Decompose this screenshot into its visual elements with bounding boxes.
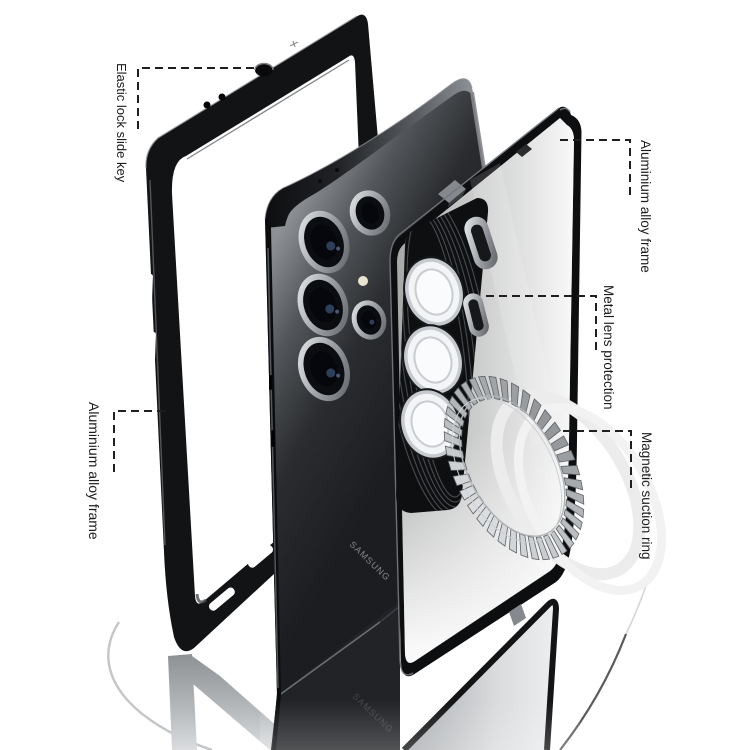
svg-text:Magnetic suction ring: Magnetic suction ring xyxy=(639,432,654,560)
svg-text:Metal lens protection: Metal lens protection xyxy=(601,285,616,410)
svg-text:Aluminium alloy frame: Aluminium alloy frame xyxy=(638,140,653,273)
svg-text:Elastic lock slide key: Elastic lock slide key xyxy=(114,63,129,183)
svg-text:Aluminium alloy frame: Aluminium alloy frame xyxy=(86,402,102,540)
